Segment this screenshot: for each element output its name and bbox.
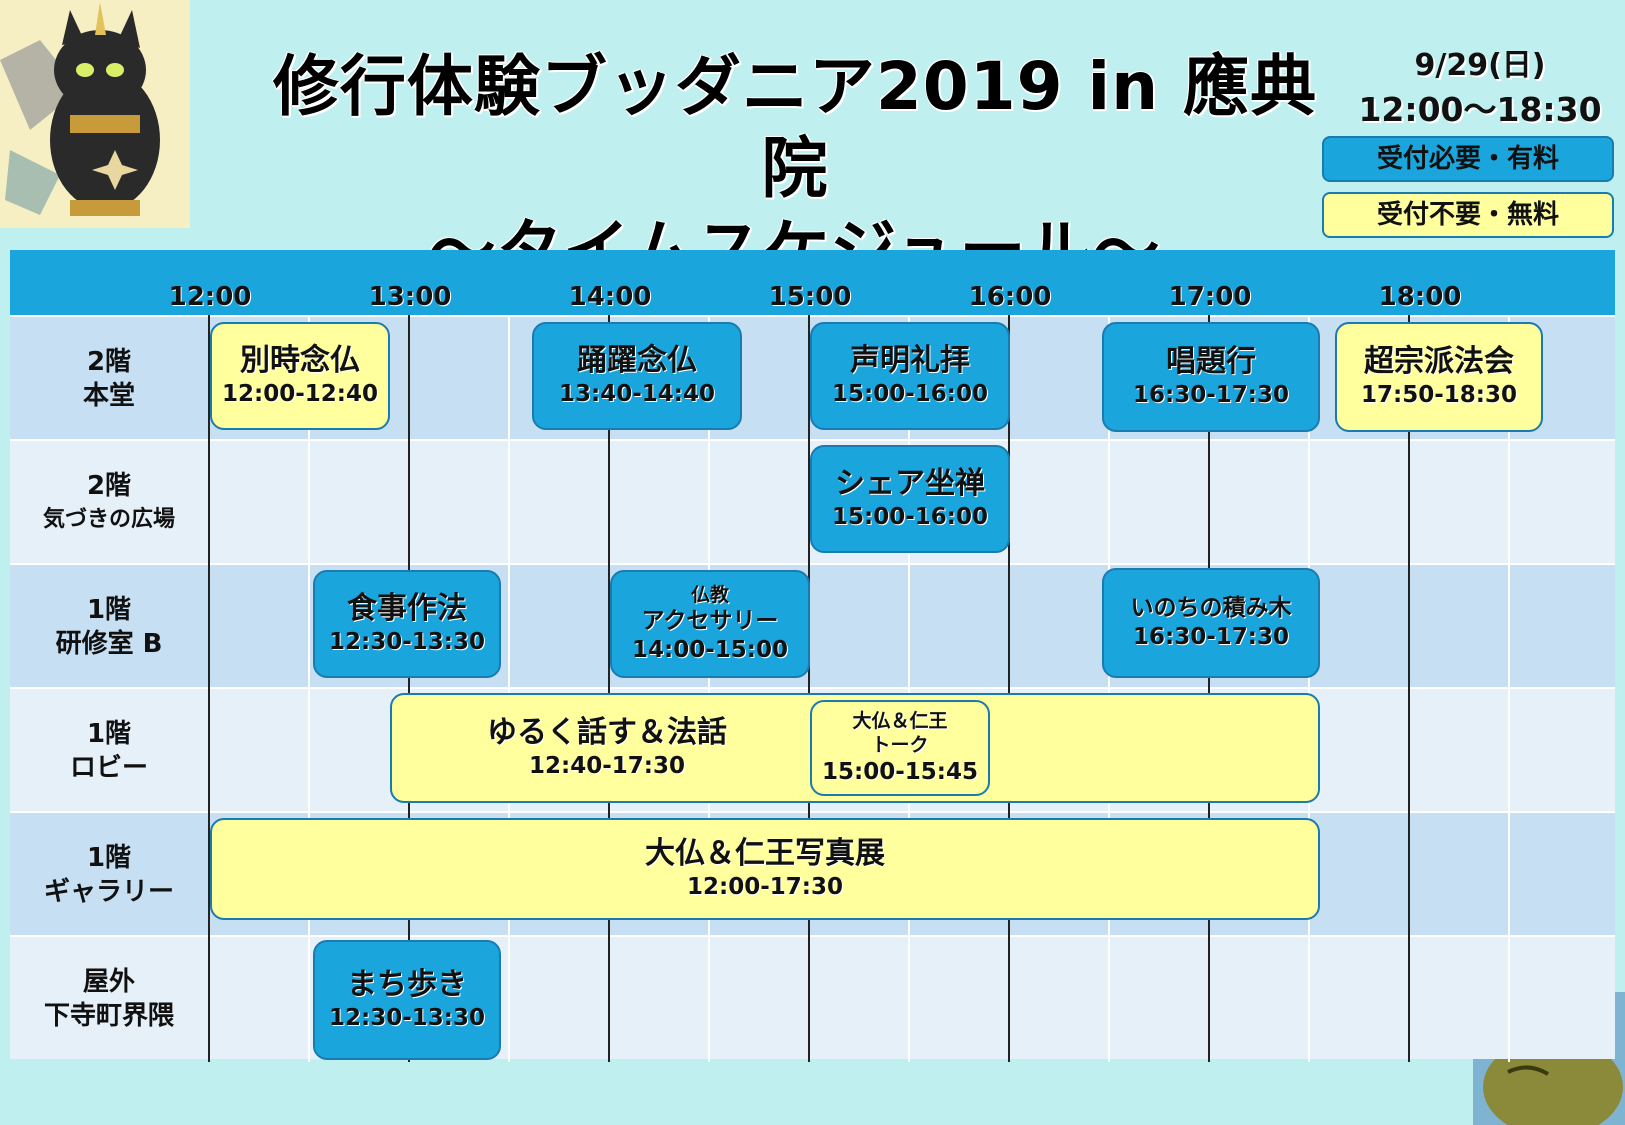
event-machi-aruki[interactable]: まち歩き 12:30-13:30: [313, 940, 501, 1060]
room-label: 2階 気づきの広場: [10, 441, 208, 565]
event-share-zazen[interactable]: シェア坐禅 15:00-16:00: [810, 445, 1010, 553]
grid-line: [1208, 315, 1210, 1062]
event-time: 16:30-17:30: [1133, 624, 1289, 650]
event-time: 12:00-17:30: [687, 874, 843, 900]
room-floor: 2階: [86, 347, 132, 377]
black-cat-mascot-icon: [0, 0, 190, 228]
event-time: 12:30-13:30: [329, 1005, 485, 1031]
event-shokuji-saho[interactable]: 食事作法 12:30-13:30: [313, 570, 501, 678]
hour-label: 14:00: [568, 282, 652, 312]
grid-line: [508, 315, 510, 1062]
event-time: 14:00-15:00: [632, 637, 788, 663]
event-time: 16:30-17:30: [1133, 382, 1289, 408]
event-name: アクセサリー: [641, 608, 779, 634]
date-text: 9/29(日): [1414, 48, 1546, 83]
room-name: 研修室 B: [55, 629, 163, 659]
grid-line: [1308, 315, 1310, 1062]
legend-paid: 受付必要・有料: [1322, 136, 1614, 182]
hour-label: 16:00: [968, 282, 1052, 312]
event-bukkyo-accessory[interactable]: 仏教 アクセサリー 14:00-15:00: [610, 570, 810, 678]
event-name: 唱題行: [1166, 344, 1256, 379]
room-row: 屋外 下寺町界隈: [10, 935, 1615, 1059]
room-name: ギャラリー: [43, 877, 174, 907]
event-photo-exhibition[interactable]: 大仏＆仁王写真展 12:00-17:30: [210, 818, 1320, 920]
grid-line: [1408, 315, 1410, 1062]
grid-line: [1108, 315, 1110, 1062]
event-time: 12:00-12:40: [222, 381, 378, 407]
grid-line: [1508, 315, 1510, 1062]
schedule-grid: 12:00 13:00 14:00 15:00 16:00 17:00 18:0…: [10, 250, 1615, 1062]
room-floor: 2階: [86, 471, 132, 501]
event-name: ゆるく話す＆法話: [487, 715, 727, 750]
event-date: 9/29(日) 12:00〜18:30: [1330, 44, 1625, 132]
room-name: ロビー: [69, 753, 148, 783]
grid-line: [708, 315, 710, 1062]
event-betsuji-nembutsu[interactable]: 別時念仏 12:00-12:40: [210, 322, 390, 430]
event-yuyaku-nembutsu[interactable]: 踊躍念仏 13:40-14:40: [532, 322, 742, 430]
event-name: 大仏＆仁王写真展: [645, 836, 885, 871]
room-floor: 1階: [86, 843, 132, 873]
grid-line: [1008, 315, 1010, 1062]
room-label: 1階 研修室 B: [10, 565, 208, 689]
event-time: 15:00-16:00: [832, 381, 988, 407]
room-floor: 1階: [86, 595, 132, 625]
hour-label: 18:00: [1378, 282, 1462, 312]
event-choshuha-hoe[interactable]: 超宗派法会 17:50-18:30: [1335, 322, 1543, 432]
event-name: 別時念仏: [240, 343, 360, 378]
event-name: まち歩き: [347, 967, 467, 1002]
room-label: 2階 本堂: [10, 317, 208, 441]
room-label: 屋外 下寺町界隈: [10, 937, 208, 1061]
time-header: 12:00 13:00 14:00 15:00 16:00 17:00 18:0…: [10, 250, 1615, 315]
room-row: 1階 研修室 B: [10, 563, 1615, 687]
title-line1: 修行体験ブッダニア2019 in 應典院: [272, 48, 1318, 207]
event-name: 超宗派法会: [1364, 344, 1514, 379]
room-floor: 1階: [86, 719, 132, 749]
event-label-group: ゆるく話す＆法話 12:40-17:30: [392, 695, 822, 801]
event-time: 13:40-14:40: [559, 381, 715, 407]
event-name: トーク: [871, 734, 929, 756]
legend-free: 受付不要・無料: [1322, 192, 1614, 238]
hour-label: 12:00: [168, 282, 252, 312]
event-daibutsu-talk[interactable]: 大仏＆仁王 トーク 15:00-15:45: [810, 700, 990, 796]
event-time: 12:40-17:30: [529, 753, 685, 779]
event-time: 15:00-15:45: [822, 759, 978, 785]
time-range: 12:00〜18:30: [1358, 90, 1602, 129]
room-label: 1階 ロビー: [10, 689, 208, 813]
grid-line: [808, 315, 810, 1062]
event-name: 大仏＆仁王: [852, 710, 948, 732]
grid-line: [908, 315, 910, 1062]
hour-label: 13:00: [368, 282, 452, 312]
event-inochi-tsumiki[interactable]: いのちの積み木 16:30-17:30: [1102, 568, 1320, 678]
event-name: 食事作法: [347, 591, 467, 626]
grid-line: [208, 315, 210, 1062]
grid-line: [608, 315, 610, 1062]
event-shomyo-raihai[interactable]: 声明礼拝 15:00-16:00: [810, 322, 1010, 430]
event-name: いのちの積み木: [1130, 595, 1292, 621]
event-shodai-gyo[interactable]: 唱題行 16:30-17:30: [1102, 322, 1320, 432]
room-name: 本堂: [82, 381, 135, 411]
event-time: 12:30-13:30: [329, 629, 485, 655]
event-time: 15:00-16:00: [832, 504, 988, 530]
grid-line: [408, 315, 410, 1062]
room-name: 気づきの広場: [42, 507, 175, 532]
event-name: 仏教: [690, 584, 729, 606]
room-name: 下寺町界隈: [43, 1001, 174, 1031]
event-name: 踊躍念仏: [577, 343, 697, 378]
event-name: 声明礼拝: [850, 343, 970, 378]
hour-label: 15:00: [768, 282, 852, 312]
room-label: 1階 ギャラリー: [10, 813, 208, 937]
hour-label: 17:00: [1168, 282, 1252, 312]
room-floor: 屋外: [82, 967, 135, 997]
grid-line: [308, 315, 310, 1062]
event-name: シェア坐禅: [835, 466, 985, 501]
event-time: 17:50-18:30: [1361, 382, 1517, 408]
